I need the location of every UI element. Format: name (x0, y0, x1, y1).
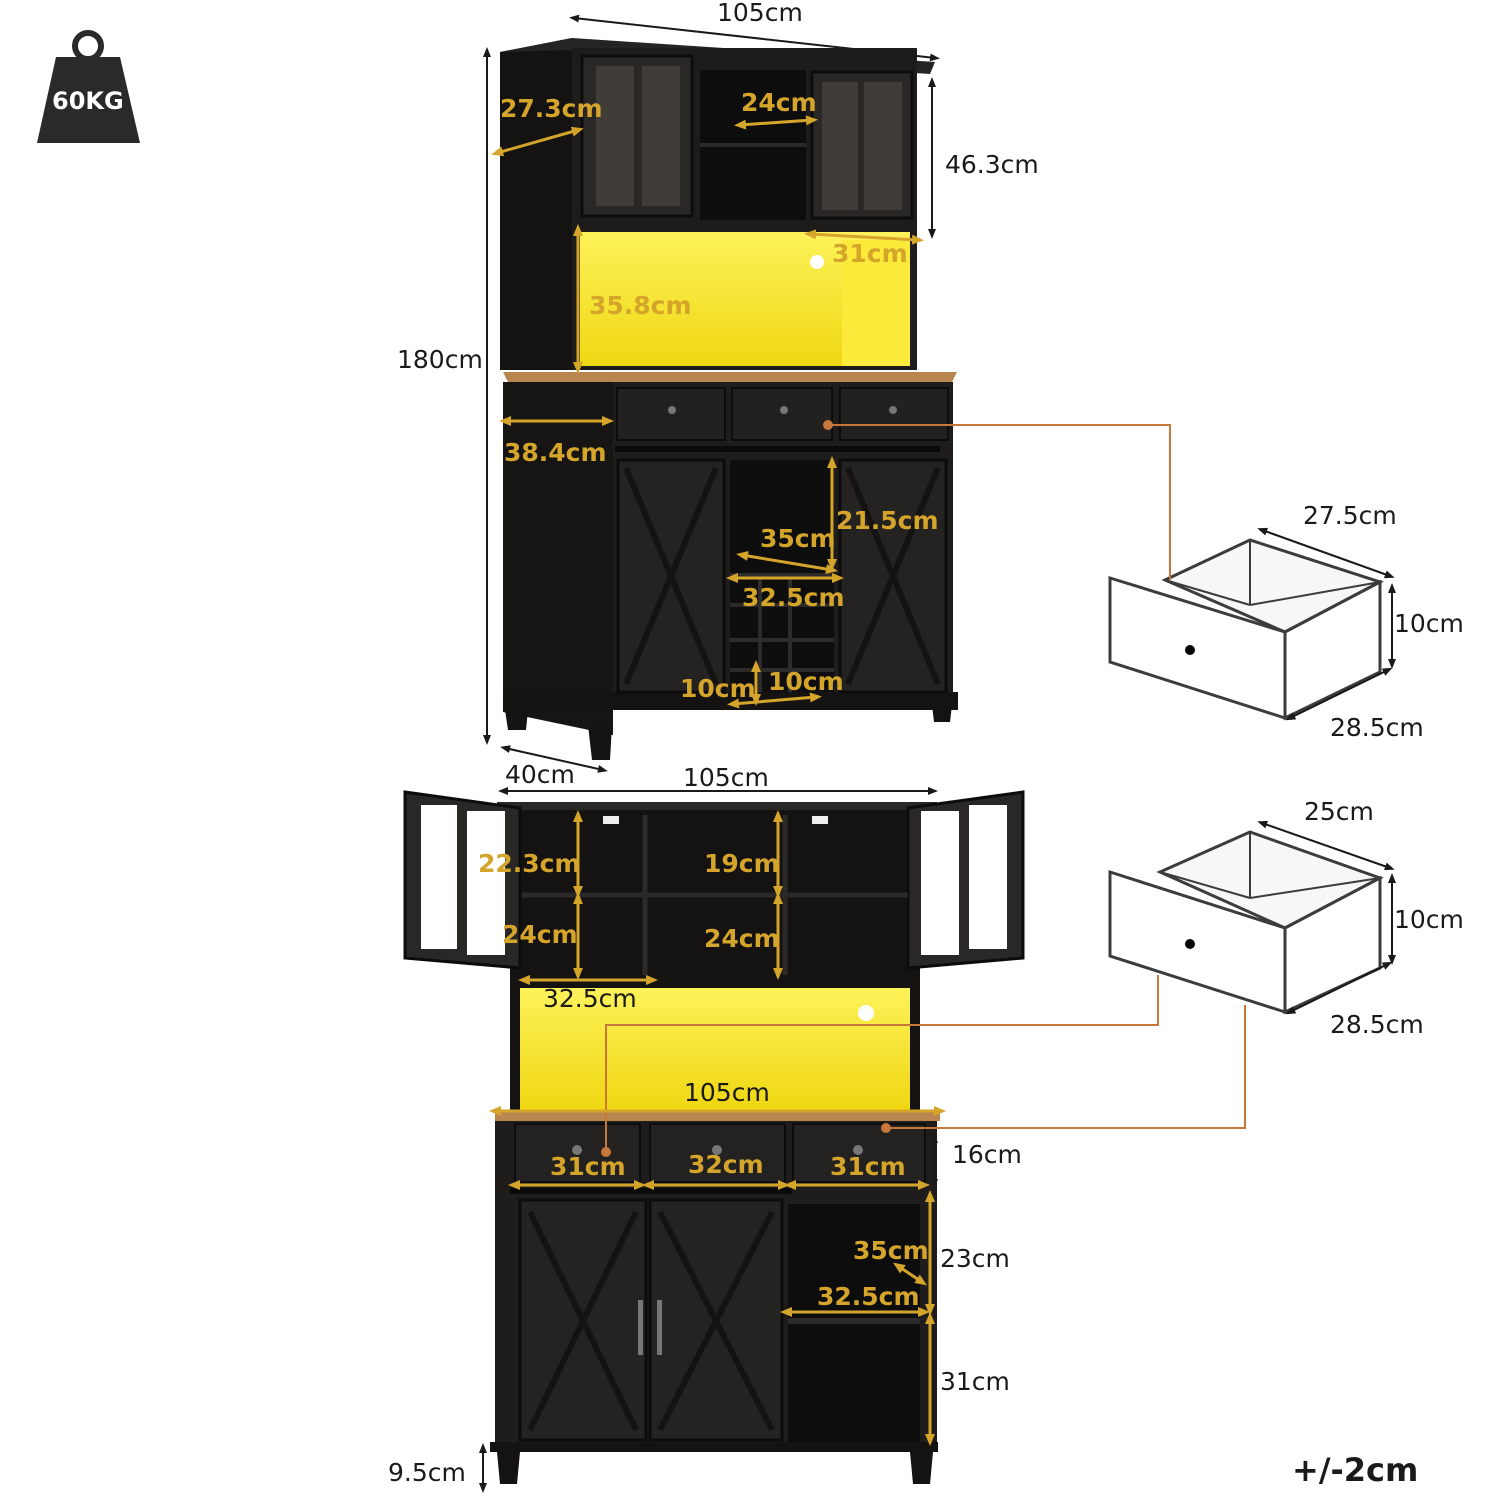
drawer-right-label: 31cm (830, 1152, 906, 1181)
drawer-height-label: 16cm (952, 1140, 1022, 1169)
shelf-depth-label: 31cm (832, 239, 908, 268)
drawer-left-label: 31cm (550, 1152, 626, 1181)
total-height-label: 180cm (397, 345, 483, 374)
cubby-height-label: 10cm (680, 674, 756, 703)
drawer-small-illustration (1108, 538, 1384, 721)
open-width-label: 32.5cm (817, 1282, 920, 1311)
cubby-width-label: 10cm (768, 667, 844, 696)
center-compartment-label: 24cm (741, 88, 817, 117)
gold-dimension-lines (489, 115, 946, 1446)
drawer-small-width-label: 27.5cm (1303, 501, 1397, 530)
top-width-label: 105cm (717, 0, 803, 27)
drawer-small-height-label: 10cm (1394, 609, 1464, 638)
drawer-large-depth-label: 28.5cm (1330, 1010, 1424, 1039)
open-depth-label: 35cm (853, 1236, 929, 1265)
tolerance-label: +/-2cm (1292, 1451, 1419, 1489)
front-width-label: 105cm (683, 763, 769, 792)
weight-icon (37, 30, 140, 143)
open-upper-label: 23cm (940, 1244, 1010, 1273)
base-depth-label: 38.4cm (504, 438, 607, 467)
led-height-label: 35.8cm (589, 291, 692, 320)
wine-depth-label: 35cm (760, 524, 836, 553)
top-cabinet-illustration (500, 38, 958, 760)
drawer-small-depth-label: 28.5cm (1330, 713, 1424, 742)
hutch-depth-label: 27.3cm (500, 94, 603, 123)
counter-width-label: 105cm (684, 1078, 770, 1107)
hutch-lower-label: 24cm (502, 920, 578, 949)
hutch-center-upper-label: 19cm (704, 849, 780, 878)
pointer-dots (601, 420, 891, 1157)
hutch-center-lower-label: 24cm (704, 924, 780, 953)
depth-label: 40cm (505, 760, 575, 789)
hutch-height-label: 46.3cm (945, 150, 1039, 179)
hutch-compartment-label: 32.5cm (543, 984, 637, 1013)
weight-label: 60KG (52, 87, 124, 115)
drawer-large-illustration (1108, 830, 1384, 1015)
drawer-center-label: 32cm (688, 1150, 764, 1179)
black-dimension-lines (479, 14, 1396, 1493)
drawer-large-width-label: 25cm (1304, 797, 1374, 826)
hutch-upper-label: 22.3cm (478, 849, 581, 878)
open-lower-label: 31cm (940, 1367, 1010, 1396)
drawer-large-height-label: 10cm (1394, 905, 1464, 934)
wine-height-label: 21.5cm (836, 506, 939, 535)
leg-height-label: 9.5cm (388, 1458, 466, 1487)
wine-width-label: 32.5cm (742, 583, 845, 612)
pointer-lines (605, 424, 1246, 1152)
